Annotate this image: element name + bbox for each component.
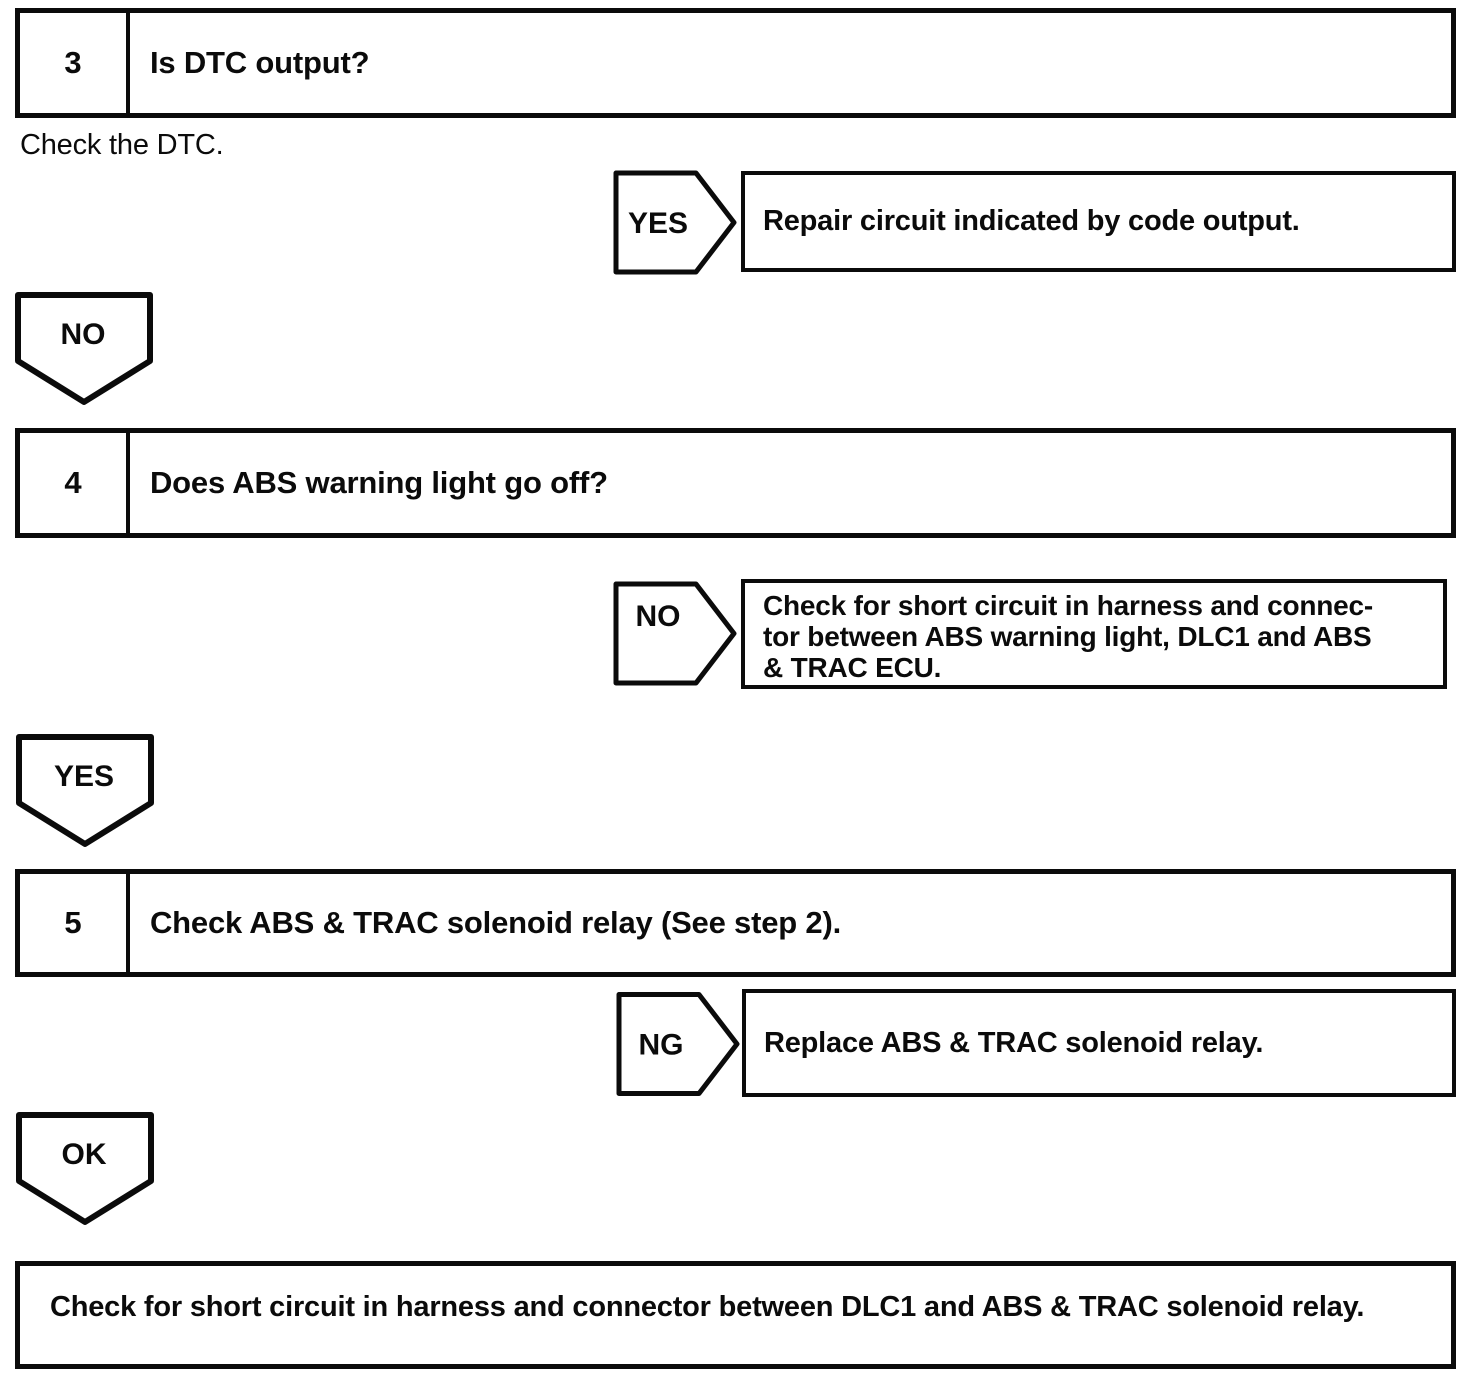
yes-branch-arrow: YES — [613, 170, 737, 275]
step-title: Does ABS warning light go off? — [150, 465, 608, 500]
no-branch-arrow: NO — [613, 581, 737, 686]
step-box-4: 4 Does ABS warning light go off? — [15, 428, 1456, 538]
ok-continue-pentagon: OK — [15, 1112, 155, 1226]
step-number: 3 — [20, 13, 130, 113]
continue-label: NO — [61, 318, 106, 351]
action-box-replace-relay: Replace ABS & TRAC solenoid relay. — [742, 989, 1456, 1097]
action-box-repair-circuit: Repair circuit indicated by code output. — [741, 171, 1456, 272]
pentagon-down-icon: NO — [15, 292, 153, 405]
step-box-5: 5 Check ABS & TRAC solenoid relay (See s… — [15, 869, 1456, 977]
branch-label: NO — [636, 600, 681, 633]
continue-label: OK — [62, 1138, 107, 1171]
branch-label: NG — [639, 1029, 684, 1062]
pentagon-right-icon: NO — [613, 581, 737, 686]
pentagon-right-icon: YES — [613, 170, 737, 275]
branch-label: YES — [628, 207, 688, 240]
continue-label: YES — [54, 760, 114, 793]
step-number: 5 — [20, 874, 130, 972]
step-title: Check ABS & TRAC solenoid relay (See ste… — [150, 905, 841, 940]
step-box-3: 3 Is DTC output? — [15, 8, 1456, 118]
no-continue-pentagon: NO — [15, 292, 153, 406]
step-number: 4 — [20, 433, 130, 533]
pentagon-down-icon: OK — [16, 1112, 154, 1225]
step-title: Is DTC output? — [150, 45, 370, 80]
pentagon-down-icon: YES — [16, 734, 154, 847]
ng-branch-arrow: NG — [616, 991, 740, 1097]
final-result-box: Check for short circuit in harness and c… — [15, 1261, 1456, 1369]
pentagon-right-icon: NG — [616, 992, 740, 1096]
yes-continue-pentagon: YES — [15, 734, 155, 848]
note-check-dtc: Check the DTC. — [20, 129, 224, 161]
action-box-short-circuit-ecu: Check for short circuit in harness and c… — [741, 579, 1447, 689]
